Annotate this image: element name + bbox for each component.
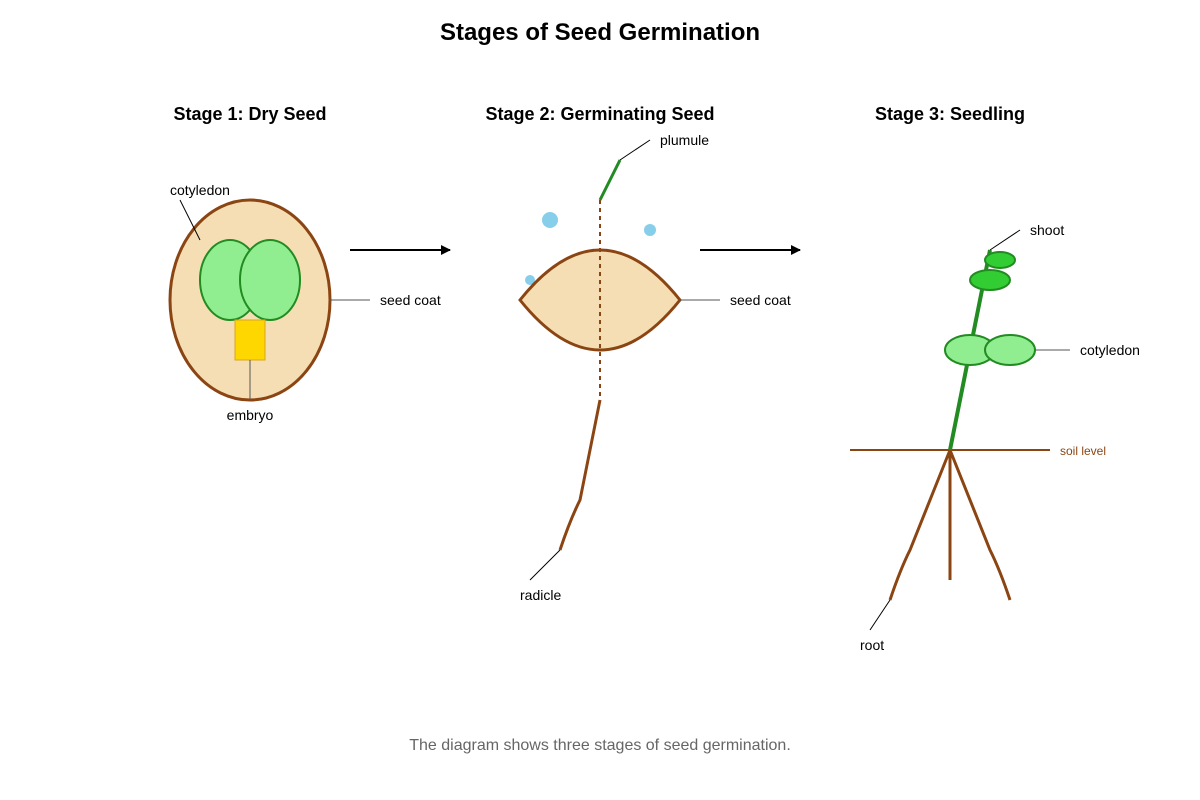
- seedling-cotyledon-right: [984, 334, 1036, 366]
- young-leaf-lower: [969, 269, 1011, 291]
- water-droplet-small: [525, 275, 535, 285]
- dry-seed-embryo: [234, 319, 266, 361]
- stage-1-seed-coat-label: seed coat: [380, 292, 441, 308]
- water-droplet-large: [542, 212, 558, 228]
- shoot-leader-line: [989, 229, 1021, 251]
- root-left: [888, 449, 952, 601]
- radicle-leader-line: [529, 549, 561, 581]
- stage-3-cotyledon-label: cotyledon: [1080, 342, 1140, 358]
- soil-level-label: soil level: [1060, 444, 1106, 458]
- stage-2-group: Stage 2: Germinating Seed plumule seed c…: [485, 104, 790, 603]
- stage-1-title: Stage 1: Dry Seed: [173, 104, 326, 124]
- root-leader-line: [869, 599, 891, 631]
- stage-3-root-label: root: [860, 637, 884, 653]
- stage-3-group: Stage 3: Seedling soil level shoot cotyl…: [850, 104, 1140, 653]
- stage-2-radicle-label: radicle: [520, 587, 561, 603]
- stage-3-title: Stage 3: Seedling: [875, 104, 1025, 124]
- dry-seed-cotyledon-right: [239, 239, 301, 321]
- young-leaf-top: [984, 251, 1016, 269]
- plumule-shoot: [598, 159, 622, 201]
- diagram-title: Stages of Seed Germination: [440, 19, 760, 46]
- stage-3-shoot-label: shoot: [1030, 222, 1064, 238]
- radicle-root: [558, 399, 602, 551]
- root-right: [948, 449, 1012, 601]
- stage-2-title: Stage 2: Germinating Seed: [485, 104, 714, 124]
- plumule-leader-line: [619, 139, 651, 161]
- stage-1-embryo-label: embryo: [227, 407, 274, 423]
- stage-2-seed-coat-label: seed coat: [730, 292, 791, 308]
- stage-2-plumule-label: plumule: [660, 132, 709, 148]
- water-droplet-right: [644, 224, 656, 236]
- cotyledon-leader-line: [179, 199, 201, 241]
- diagram-caption: The diagram shows three stages of seed g…: [409, 737, 791, 754]
- stage-1-group: Stage 1: Dry Seed cotyledon seed coat em…: [168, 104, 441, 423]
- stage-1-cotyledon-label: cotyledon: [170, 182, 230, 198]
